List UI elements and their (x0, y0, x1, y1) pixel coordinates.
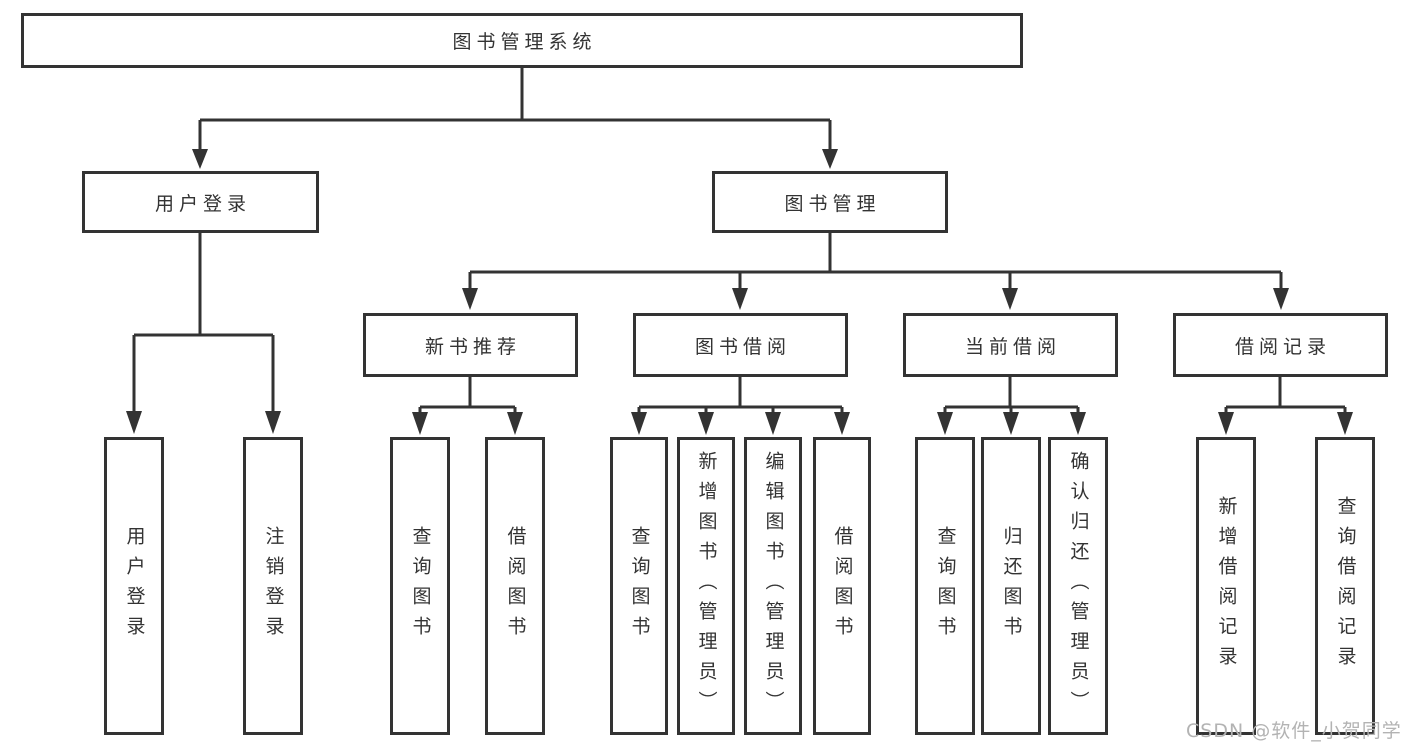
arrowhead (732, 288, 748, 310)
arrowhead (834, 412, 850, 435)
arrowhead (631, 412, 647, 435)
node-label: 用户登录 (123, 526, 146, 646)
node-current-borrow: 当前借阅 (903, 313, 1118, 377)
node-label: 当前借阅 (964, 335, 1061, 358)
leaf-query-borrow-record: 查询借阅记录 (1315, 437, 1375, 735)
node-label: 借阅记录 (1234, 335, 1331, 358)
leaf-query-books-1: 查询图书 (390, 437, 450, 735)
node-label: 新增借阅记录 (1215, 496, 1238, 676)
node-book-management: 图书管理 (712, 171, 948, 233)
arrowhead (1002, 288, 1018, 310)
arrowhead (1218, 412, 1234, 435)
node-label: 图书管理 (784, 192, 881, 215)
arrowhead (1070, 412, 1086, 435)
node-label: 注销登录 (262, 526, 285, 646)
node-label: 图书管理系统 (452, 31, 597, 53)
leaf-return-books: 归还图书 (981, 437, 1041, 735)
arrowhead (1337, 412, 1353, 435)
leaf-query-books-2: 查询图书 (610, 437, 668, 735)
node-label: 编辑图书（管理员） (762, 451, 785, 721)
arrowhead (765, 412, 781, 435)
node-label: 查询图书 (934, 526, 957, 646)
node-label: 借阅图书 (831, 526, 854, 646)
arrowhead (126, 411, 142, 434)
node-label: 查询图书 (628, 526, 651, 646)
leaf-add-books-admin: 新增图书（管理员） (677, 437, 735, 735)
leaf-edit-books-admin: 编辑图书（管理员） (744, 437, 802, 735)
arrowhead (462, 288, 478, 310)
node-label: 查询借阅记录 (1334, 496, 1357, 676)
node-label: 新书推荐 (424, 335, 521, 358)
node-label: 新增图书（管理员） (695, 451, 718, 721)
leaf-borrow-books-2: 借阅图书 (813, 437, 871, 735)
node-label: 确认归还（管理员） (1067, 451, 1090, 721)
node-label: 查询图书 (409, 526, 432, 646)
arrowhead (412, 412, 428, 435)
csdn-watermark: CSDN @软件_小贺同学 (1186, 720, 1402, 742)
node-label: 图书借阅 (694, 335, 791, 358)
arrowhead (698, 412, 714, 435)
node-label: 归还图书 (1000, 526, 1023, 646)
node-label: 借阅图书 (504, 526, 527, 646)
node-new-book-recommend: 新书推荐 (363, 313, 578, 377)
arrowhead (507, 412, 523, 435)
node-borrow-records: 借阅记录 (1173, 313, 1388, 377)
arrowhead (265, 411, 281, 434)
leaf-query-books-3: 查询图书 (915, 437, 975, 735)
leaf-confirm-return-admin: 确认归还（管理员） (1048, 437, 1108, 735)
node-book-borrow: 图书借阅 (633, 313, 848, 377)
leaf-logout: 注销登录 (243, 437, 303, 735)
arrowhead-group (126, 149, 1353, 435)
arrowhead (192, 149, 208, 169)
arrowhead (1003, 412, 1019, 435)
leaf-user-login: 用户登录 (104, 437, 164, 735)
node-root-system: 图书管理系统 (21, 13, 1023, 68)
node-user-login: 用户登录 (82, 171, 319, 233)
arrowhead (937, 412, 953, 435)
leaf-add-borrow-record: 新增借阅记录 (1196, 437, 1256, 735)
arrowhead (822, 149, 838, 169)
arrowhead (1273, 288, 1289, 310)
leaf-borrow-books-1: 借阅图书 (485, 437, 545, 735)
node-label: 用户登录 (154, 192, 251, 215)
